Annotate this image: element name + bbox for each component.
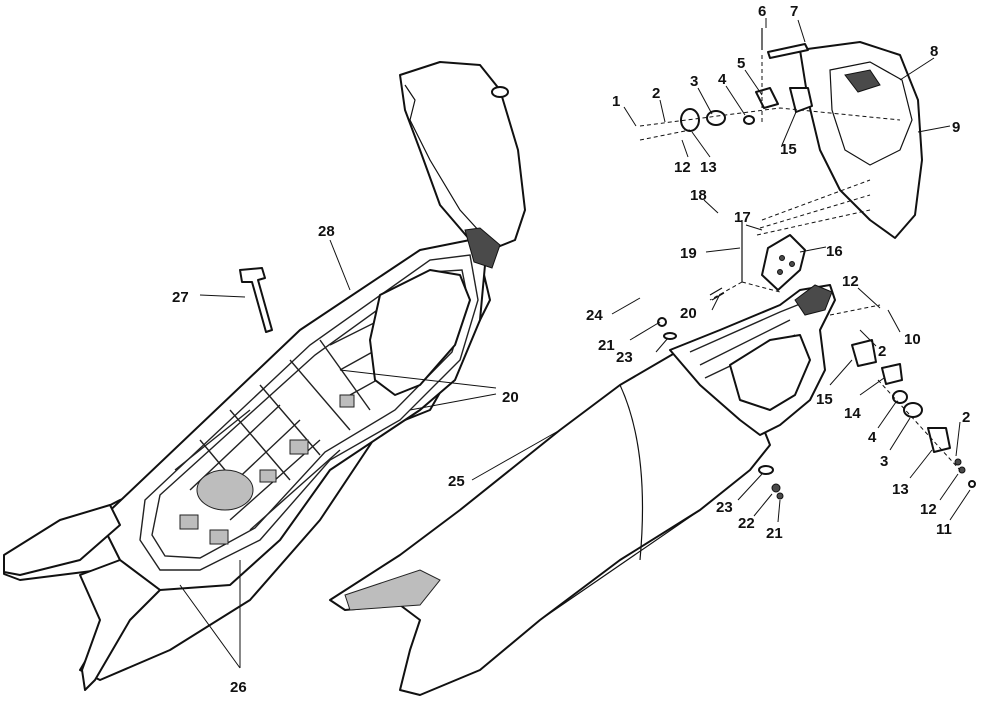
plate-part-13b	[927, 427, 951, 453]
callout-13-top: 13	[700, 159, 717, 176]
callout-24: 24	[586, 307, 603, 324]
callout-22: 22	[738, 515, 755, 532]
seat-opening	[369, 269, 471, 396]
seat-drain-hole	[196, 469, 254, 511]
callout-20-right: 20	[680, 305, 697, 322]
seat-frame-lattice	[139, 254, 479, 571]
callout-12-mid: 12	[842, 273, 859, 290]
callout-26: 26	[230, 679, 247, 696]
clip-part-14	[881, 363, 903, 385]
callout-3-low: 3	[880, 453, 888, 470]
callout-16: 16	[826, 243, 843, 260]
seat-pin-part-27	[239, 267, 273, 333]
callout-6: 6	[758, 3, 766, 20]
leader-lines	[179, 18, 971, 669]
seat-front-cowl	[399, 61, 526, 251]
callout-4-top: 4	[718, 71, 727, 88]
seat-side-flap	[3, 504, 121, 576]
seat-lower-foot	[79, 559, 161, 691]
callout-27: 27	[172, 289, 189, 306]
callout-23-top: 23	[616, 349, 633, 366]
callout-14: 14	[844, 405, 861, 422]
callout-4-low: 4	[868, 429, 877, 446]
callout-2-top: 2	[652, 85, 660, 102]
callout-2-mid: 2	[878, 343, 886, 360]
callout-13-low: 13	[892, 481, 909, 498]
callout-12-top: 12	[674, 159, 691, 176]
callout-28: 28	[318, 223, 335, 240]
callout-3-top: 3	[690, 73, 698, 90]
callout-23-low: 23	[716, 499, 733, 516]
callout-12-low: 12	[920, 501, 937, 518]
left-seat-assembly	[3, 61, 526, 691]
callout-8: 8	[930, 43, 938, 60]
pin-part-7	[767, 43, 809, 59]
washer-part-4a	[743, 115, 755, 125]
callout-19: 19	[680, 245, 697, 262]
bracket-part-15b	[851, 339, 877, 367]
bracket-part-15a	[789, 87, 813, 113]
callout-11: 11	[936, 521, 952, 538]
latch-cover-part-8	[829, 61, 913, 166]
washer-part-3a	[706, 110, 726, 126]
callout-21-low: 21	[766, 525, 783, 542]
right-seat-assembly	[329, 28, 976, 696]
callout-7: 7	[790, 3, 798, 20]
callout-1: 1	[612, 93, 620, 110]
hinge-part-16	[761, 234, 806, 291]
callout-15-mid: 15	[816, 391, 833, 408]
callout-5: 5	[737, 55, 745, 72]
washer-part-3b	[903, 402, 923, 418]
washer-part-4b	[892, 390, 908, 404]
callout-18: 18	[690, 187, 707, 204]
callout-21-top: 21	[598, 337, 615, 354]
callout-10: 10	[904, 331, 921, 348]
callout-25: 25	[448, 473, 465, 490]
seat-frame-upper-opening	[729, 334, 811, 411]
callout-17: 17	[734, 209, 751, 226]
callout-labels: 1 2 3 4 5 6 7 8 9 12 13 15 18 17 19 16 1…	[172, 3, 970, 696]
callout-2-low: 2	[962, 409, 970, 426]
callout-20-left: 20	[502, 389, 519, 406]
callout-9: 9	[952, 119, 960, 136]
callout-15-top: 15	[780, 141, 797, 158]
